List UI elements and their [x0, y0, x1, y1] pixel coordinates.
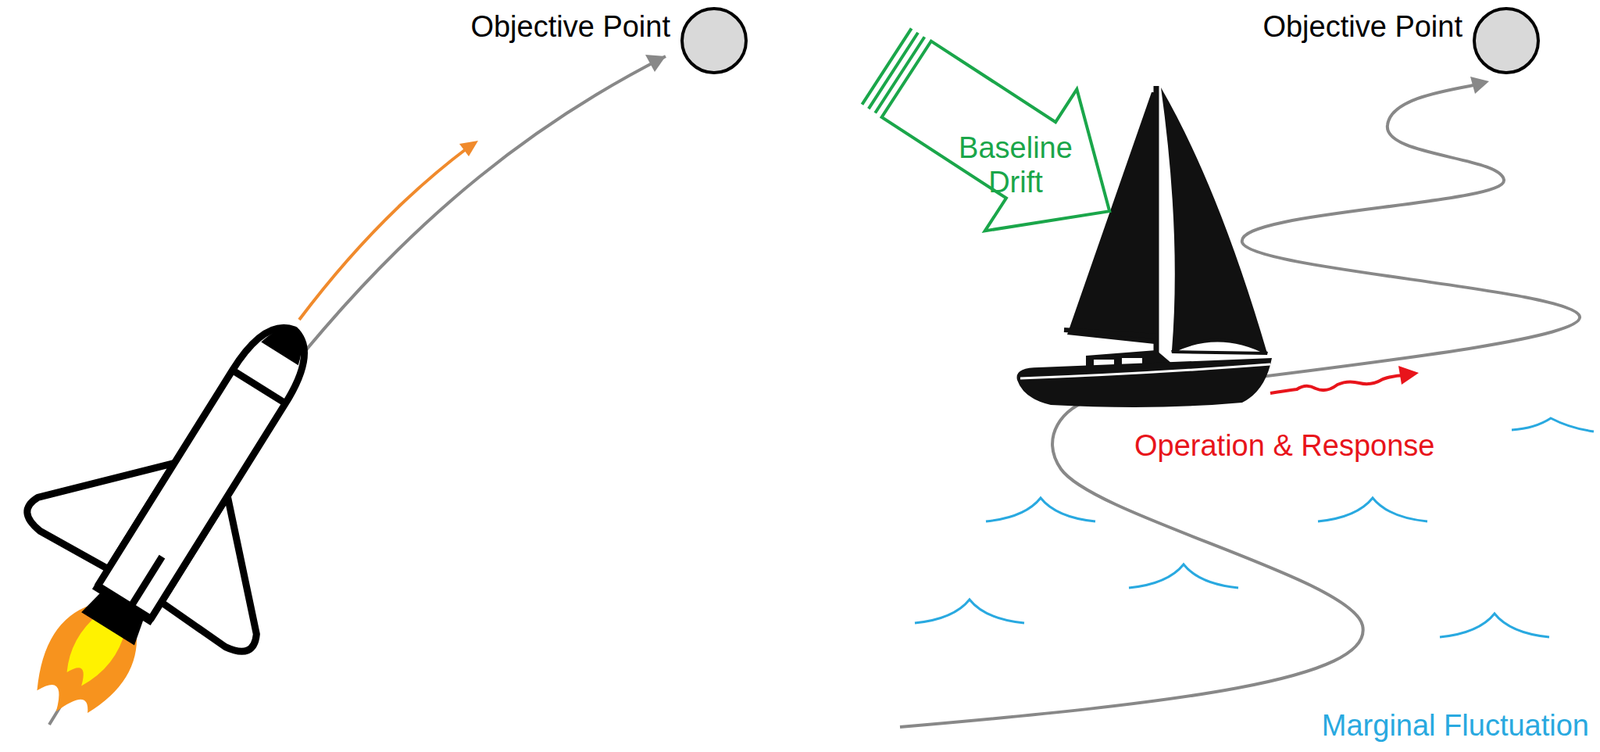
- wave-symbols: [914, 417, 1594, 637]
- course-path: [900, 84, 1580, 727]
- course-arrowhead: [1470, 76, 1490, 94]
- point-label: Objective Point: [470, 9, 671, 44]
- trajectory-arrowhead: [645, 54, 666, 72]
- point-label: Objective Point: [1262, 9, 1463, 44]
- circle-shape: [1471, 6, 1541, 75]
- trajectory-line: [49, 56, 666, 725]
- arrow-label: Baseline Drift: [949, 130, 1083, 200]
- circle-shape: [679, 6, 749, 75]
- direction-arrow: [299, 146, 469, 320]
- response-arrow: [1270, 375, 1405, 393]
- objective-point: Objective Point: [1471, 6, 1541, 75]
- response-arrowhead: [1398, 365, 1419, 385]
- annotation-label: Operation & Response: [1134, 428, 1435, 463]
- objective-point: Objective Point: [679, 6, 749, 75]
- rocket-illustration: [0, 259, 407, 752]
- annotation-label: Marginal Fluctuation: [1321, 707, 1590, 743]
- drift-arrow: Baseline Drift: [871, 41, 1138, 245]
- direction-arrowhead: [459, 140, 479, 157]
